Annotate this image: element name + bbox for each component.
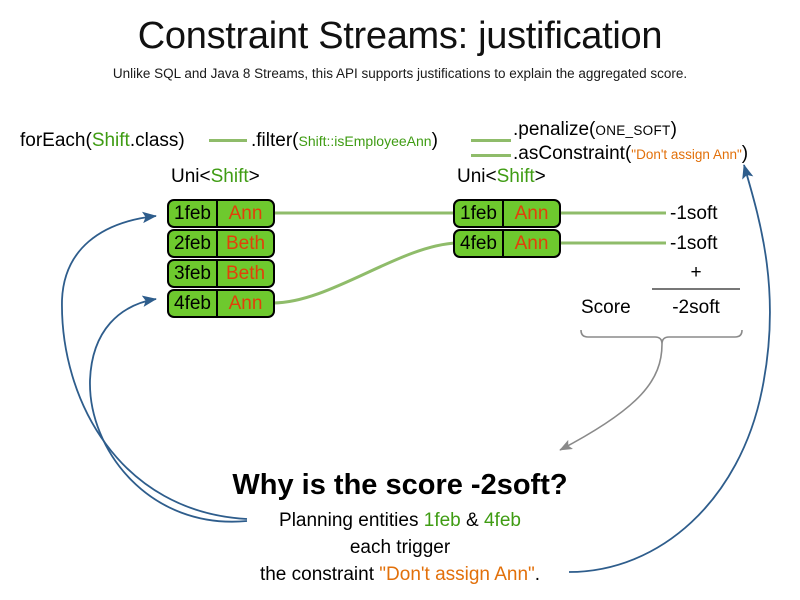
- explanation-conjunction: &: [460, 510, 484, 531]
- stream-label-left-type: Shift: [210, 166, 249, 187]
- code-asconstraint-arg: "Don't assign Ann": [631, 147, 742, 162]
- page-title: Constraint Streams: justification: [137, 15, 663, 57]
- code-filter[interactable]: .filter(Shift::isEmployeeAnn): [251, 128, 438, 154]
- score-label: Score: [581, 297, 631, 318]
- code-penalize[interactable]: .penalize(ONE_SOFT): [513, 117, 677, 143]
- table-row[interactable]: 1feb Ann: [167, 199, 275, 228]
- tuple-name: Beth: [225, 262, 266, 284]
- stream-label-right: Uni<Shift>: [457, 166, 546, 188]
- table-row[interactable]: 2feb Beth: [167, 229, 275, 258]
- score-brace: [580, 329, 743, 345]
- code-foreach-tail: .class): [129, 130, 185, 151]
- page-subtitle: Unlike SQL and Java 8 Streams, this API …: [112, 66, 688, 81]
- code-dash-3: [471, 154, 511, 157]
- stream-label-right-type: Shift: [496, 166, 535, 187]
- tuple-date: 1feb: [169, 201, 218, 226]
- code-asconstraint[interactable]: .asConstraint("Don't assign Ann"): [513, 141, 748, 167]
- table-row[interactable]: 3feb Beth: [167, 259, 275, 288]
- code-penalize-call: .penalize(: [513, 119, 596, 140]
- table-row[interactable]: 4feb Ann: [453, 229, 561, 258]
- explanation-heading: Why is the score -2soft?: [232, 469, 568, 501]
- tuple-date: 4feb: [169, 291, 218, 316]
- code-filter-arg: Shift::isEmployeeAnn: [298, 133, 432, 149]
- impact-value-2: -1soft: [670, 233, 718, 254]
- explanation-line-1: Planning entities 1feb & 4feb: [0, 510, 800, 532]
- code-foreach-call: forEach(: [20, 130, 92, 151]
- tuple-name: Beth: [225, 232, 266, 254]
- stream-label-right-prefix: Uni<: [457, 166, 497, 187]
- explanation-entity-a: 1feb: [423, 510, 461, 531]
- explanation-line-3-prefix: the constraint: [259, 564, 380, 585]
- tuple-name: Ann: [228, 292, 263, 314]
- table-row[interactable]: 1feb Ann: [453, 199, 561, 228]
- code-asconstraint-call: .asConstraint(: [513, 143, 632, 164]
- code-dash-2: [471, 139, 511, 142]
- code-asconstraint-tail: ): [741, 143, 749, 164]
- code-dash-1: [209, 139, 247, 142]
- tuple-date: 3feb: [169, 261, 218, 286]
- score-to-question-arrow: [559, 343, 663, 451]
- explanation-constraint-name: "Don't assign Ann": [379, 564, 535, 585]
- connector-4feb-to-4feb: [272, 241, 458, 305]
- stream-label-left: Uni<Shift>: [171, 166, 260, 188]
- explanation-line-1-prefix: Planning entities: [279, 510, 424, 531]
- stream-label-left-prefix: Uni<: [171, 166, 211, 187]
- tuple-name: Ann: [228, 202, 263, 224]
- tuple-name: Ann: [514, 202, 549, 224]
- explanation-entity-b: 4feb: [483, 510, 521, 531]
- explanation-line-3: the constraint "Don't assign Ann".: [0, 564, 800, 586]
- score-total-value: -2soft: [672, 297, 720, 318]
- code-penalize-tail: ): [670, 119, 677, 140]
- code-penalize-arg: ONE_SOFT: [595, 123, 671, 138]
- impact-value-1: -1soft: [670, 203, 718, 224]
- explanation-line-3-suffix: .: [534, 564, 541, 585]
- sum-rule-divider: [652, 288, 740, 290]
- stream-label-left-suffix: >: [248, 166, 260, 187]
- tuple-date: 4feb: [455, 231, 504, 256]
- explanation-line-2: each trigger: [349, 537, 451, 558]
- code-filter-tail: ): [431, 130, 438, 151]
- code-foreach-type: Shift: [91, 130, 130, 151]
- table-row[interactable]: 4feb Ann: [167, 289, 275, 318]
- tuple-name: Ann: [514, 232, 549, 254]
- sum-operator: +: [690, 262, 702, 283]
- stream-label-right-suffix: >: [534, 166, 546, 187]
- code-filter-call: .filter(: [251, 130, 299, 151]
- code-foreach[interactable]: forEach(Shift.class): [20, 128, 185, 154]
- tuple-date: 1feb: [455, 201, 504, 226]
- tuple-date: 2feb: [169, 231, 218, 256]
